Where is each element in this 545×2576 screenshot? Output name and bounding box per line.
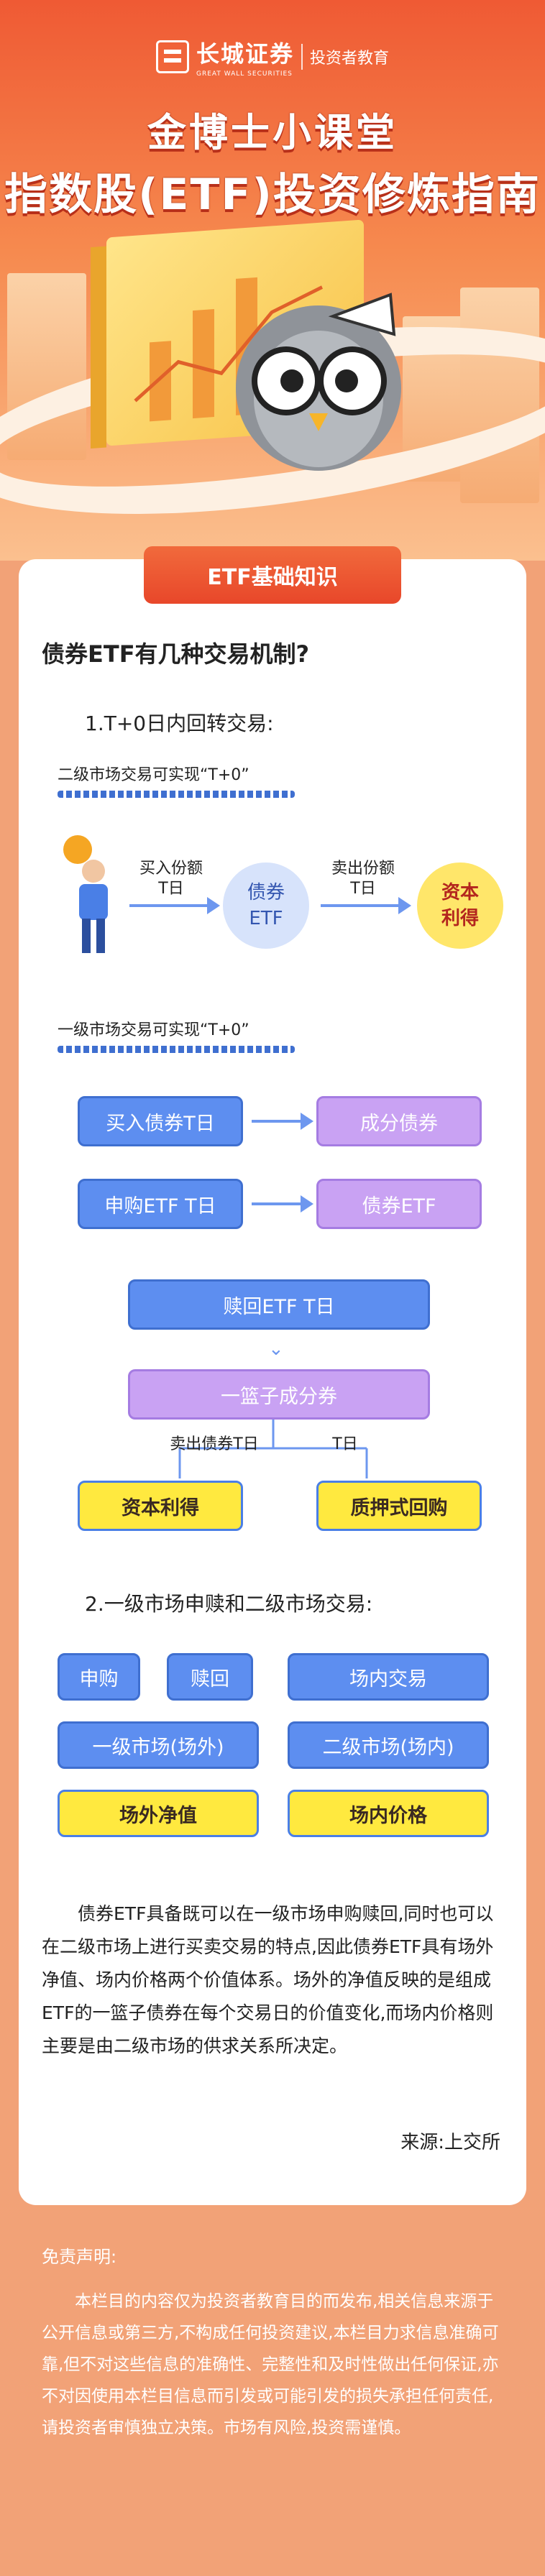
arrow-right-icon — [301, 1113, 313, 1130]
chevron-down-icon: ⌄ — [268, 1338, 284, 1360]
subscribe-etf-box: 申购ETF T日 — [78, 1179, 243, 1229]
subscribe-box: 申购 — [58, 1653, 140, 1701]
explanation-paragraph: 债券ETF具备既可以在一级市场申购赎回,同时也可以在二级市场上进行买卖交易的特点… — [42, 1903, 494, 2056]
arrow-right-icon — [207, 897, 220, 914]
capital-gain-line1: 资本 — [441, 882, 479, 903]
redeem-etf-box: 赎回ETF T日 — [128, 1279, 430, 1330]
building-far-right — [460, 288, 539, 503]
capital-gain-line2: 利得 — [441, 908, 479, 929]
buy-bond-box: 买入债券T日 — [78, 1096, 243, 1146]
source-credit: 来源:上交所 — [400, 2132, 500, 2153]
secondary-market-note: 二级市场交易可实现“T+0” — [58, 766, 249, 784]
part1-heading: 1.T+0日内回转交易: — [85, 712, 274, 735]
arrow-line — [252, 1120, 302, 1123]
arrow-line — [129, 904, 209, 907]
owl-mascot-icon — [236, 293, 401, 471]
basket-box: 一篮子成分券 — [128, 1369, 430, 1420]
primary-market-note: 一级市场交易可实现“T+0” — [58, 1021, 249, 1039]
disclaimer-title: 免责声明: — [42, 2247, 117, 2267]
capital-gain-label: 资本利得 — [122, 1496, 199, 1519]
nav-box: 场外净值 — [58, 1790, 259, 1837]
brand-name: 长城证券 GREAT WALL SECURITIES — [196, 36, 294, 78]
secondary-market-box: 二级市场(场内) — [288, 1721, 489, 1769]
page-title-line1: 金博士小课堂 — [147, 110, 398, 155]
brand-logo-icon — [155, 40, 189, 73]
subscribe-etf-label: 申购ETF T日 — [104, 1195, 216, 1218]
buy-bond-label: 买入债券T日 — [106, 1112, 215, 1135]
buy-share-label-line1: 买入份额 — [139, 860, 203, 878]
arrow-line — [321, 904, 400, 907]
bond-etf-box: 债券ETF — [316, 1179, 482, 1229]
section-ribbon-label: ETF基础知识 — [207, 565, 338, 590]
secondary-market-label: 二级市场(场内) — [322, 1736, 454, 1759]
t-day-label: T日 — [332, 1435, 358, 1453]
hero-banner: 长城证券 GREAT WALL SECURITIES 投资者教育 金博士小课堂 … — [0, 0, 545, 561]
branch-connector-icon — [178, 1420, 368, 1478]
arrow-line — [252, 1202, 302, 1205]
question-title: 债券ETF有几种交易机制? — [42, 640, 310, 668]
building-right — [403, 316, 467, 482]
nav-label: 场外净值 — [119, 1804, 197, 1827]
sell-share-label-line1: 卖出份额 — [331, 860, 395, 878]
wave-underline — [58, 791, 295, 798]
primary-market-label: 一级市场(场外) — [92, 1736, 224, 1759]
wave-underline — [58, 1046, 295, 1053]
redeem-label: 赎回 — [191, 1668, 229, 1690]
bond-etf-circle: 债券 ETF — [223, 862, 309, 949]
price-label: 场内价格 — [349, 1804, 427, 1827]
sell-bond-label: 卖出债券T日 — [170, 1435, 259, 1453]
investor-figure-icon — [63, 835, 108, 953]
brand-tag: 投资者教育 — [310, 50, 390, 68]
primary-market-box: 一级市场(场外) — [58, 1721, 259, 1769]
component-bond-label: 成分债券 — [360, 1112, 438, 1135]
sell-share-label-line2: T日 — [350, 880, 376, 898]
section-ribbon: ETF基础知识 — [124, 546, 421, 604]
basket-label: 一篮子成分券 — [221, 1385, 337, 1408]
brand-header: 长城证券 GREAT WALL SECURITIES 投资者教育 — [0, 36, 545, 78]
subscribe-label: 申购 — [79, 1668, 119, 1690]
arrow-right-icon — [398, 897, 411, 914]
bond-etf-line2: ETF — [249, 908, 283, 929]
capital-gain-box: 资本利得 — [78, 1481, 243, 1531]
redeem-etf-label: 赎回ETF T日 — [223, 1295, 335, 1318]
bond-etf-label: 债券ETF — [362, 1195, 436, 1218]
bond-etf-line1: 债券 — [247, 882, 285, 903]
repo-box: 质押式回购 — [316, 1481, 482, 1531]
divider — [301, 44, 303, 70]
brand-name-cn: 长城证券 — [196, 40, 294, 68]
price-box: 场内价格 — [288, 1790, 489, 1837]
arrow-right-icon — [301, 1195, 313, 1213]
building-left — [7, 273, 86, 460]
page-title-line2: 指数股(ETF)投资修炼指南 — [4, 170, 541, 220]
part2-heading: 2.一级市场申赎和二级市场交易: — [85, 1592, 373, 1616]
buy-share-label-line2: T日 — [158, 880, 184, 898]
capital-gain-circle: 资本利得 — [417, 862, 503, 949]
exchange-trade-label: 场内交易 — [349, 1668, 427, 1690]
component-bond-box: 成分债券 — [316, 1096, 482, 1146]
repo-label: 质押式回购 — [350, 1496, 448, 1519]
redeem-box: 赎回 — [167, 1653, 253, 1701]
disclaimer-text: 本栏目的内容仅为投资者教育目的而发布,相关信息来源于公开信息或第三方,不构成任何… — [42, 2292, 499, 2437]
sell-share-label: 卖出份额 T日 — [316, 859, 410, 899]
buy-share-label: 买入份额 T日 — [128, 859, 214, 899]
brand-name-en: GREAT WALL SECURITIES — [196, 70, 293, 78]
exchange-trade-box: 场内交易 — [288, 1653, 489, 1701]
